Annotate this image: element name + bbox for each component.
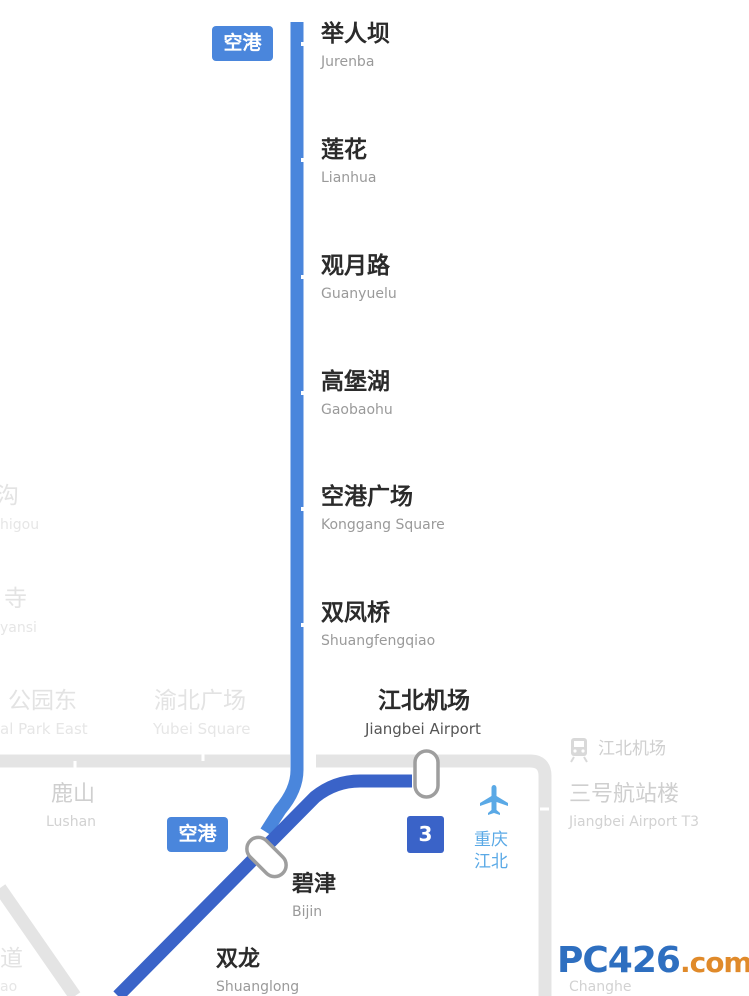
station-lianhua-en: Lianhua bbox=[321, 170, 377, 186]
station-gaobaohu-en: Gaobaohu bbox=[321, 402, 393, 418]
faded-station-dao-cn: 道 bbox=[0, 946, 23, 972]
airport-label-line2: 江北 bbox=[474, 852, 508, 872]
faded-station-yubei-square-cn: 渝北广场 bbox=[154, 688, 246, 714]
station-jiangbei-airport-en: Jiangbei Airport bbox=[365, 720, 481, 738]
faded-station-lushan-cn: 鹿山 bbox=[51, 782, 96, 807]
station-shuanglong-cn: 双龙 bbox=[216, 947, 261, 972]
station-gaobaohu-cn: 高堡湖 bbox=[321, 369, 390, 395]
faded-station-jiangbei-airport-cn: 江北机场 bbox=[598, 739, 666, 759]
interchange-jiangbei-airport bbox=[413, 749, 440, 799]
faded-station-dao-en: ao bbox=[0, 979, 18, 995]
station-guanyuelu-cn: 观月路 bbox=[321, 253, 390, 279]
train-icon bbox=[570, 738, 588, 763]
airport-label: 重庆 江北 bbox=[474, 829, 508, 873]
grey-line-diagonal bbox=[0, 884, 81, 996]
faded-station-gou-en: higou bbox=[0, 517, 40, 533]
station-bijin-en: Bijin bbox=[292, 904, 323, 920]
station-lianhua-cn: 莲花 bbox=[321, 137, 367, 163]
watermark-sub: .com bbox=[679, 946, 749, 979]
station-ticks bbox=[301, 42, 306, 627]
line3 bbox=[113, 774, 412, 996]
station-konggang-square-cn: 空港广场 bbox=[321, 484, 413, 510]
watermark-main: PC426 bbox=[557, 940, 681, 981]
konggang-line bbox=[260, 22, 304, 836]
station-jurenba-en: Jurenba bbox=[321, 54, 375, 70]
interchange-bijin bbox=[245, 835, 288, 879]
konggang-line-badge-top: 空港 bbox=[212, 26, 273, 61]
faded-station-lushan-en: Lushan bbox=[46, 814, 97, 830]
faded-station-t3-en: Jiangbei Airport T3 bbox=[569, 814, 700, 830]
station-bijin-cn: 碧津 bbox=[292, 872, 337, 897]
faded-station-yubei-square-en: Yubei Square bbox=[153, 720, 251, 738]
faded-station-si-cn: 寺 bbox=[4, 586, 27, 612]
grey-line-horizontal bbox=[0, 754, 552, 996]
faded-station-t3-cn: 三号航站楼 bbox=[569, 782, 680, 807]
faded-station-si-en: yansi bbox=[0, 620, 37, 636]
airport-label-line1: 重庆 bbox=[474, 830, 508, 850]
faded-station-gou-cn: 沟 bbox=[0, 483, 19, 509]
faded-station-changhe-en: Changhe bbox=[569, 979, 632, 995]
station-jurenba-cn: 举人坝 bbox=[321, 21, 390, 47]
faded-station-park-east-cn: 公园东 bbox=[8, 688, 77, 714]
station-shuangfengqiao-en: Shuangfengqiao bbox=[321, 633, 436, 649]
line3-badge: 3 bbox=[407, 816, 444, 853]
station-shuangfengqiao-cn: 双凤桥 bbox=[321, 600, 390, 626]
watermark-logo: PC426.com bbox=[557, 940, 749, 981]
station-jiangbei-airport-cn: 江北机场 bbox=[378, 688, 470, 714]
station-guanyuelu-en: Guanyuelu bbox=[321, 286, 397, 302]
station-shuanglong-en: Shuanglong bbox=[216, 979, 300, 995]
airplane-icon bbox=[480, 785, 508, 815]
faded-station-park-east-en: al Park East bbox=[0, 720, 88, 738]
station-konggang-square-en: Konggang Square bbox=[321, 517, 445, 533]
konggang-line-badge-bottom: 空港 bbox=[167, 817, 228, 852]
line3-tick-shuanglong bbox=[199, 928, 210, 939]
